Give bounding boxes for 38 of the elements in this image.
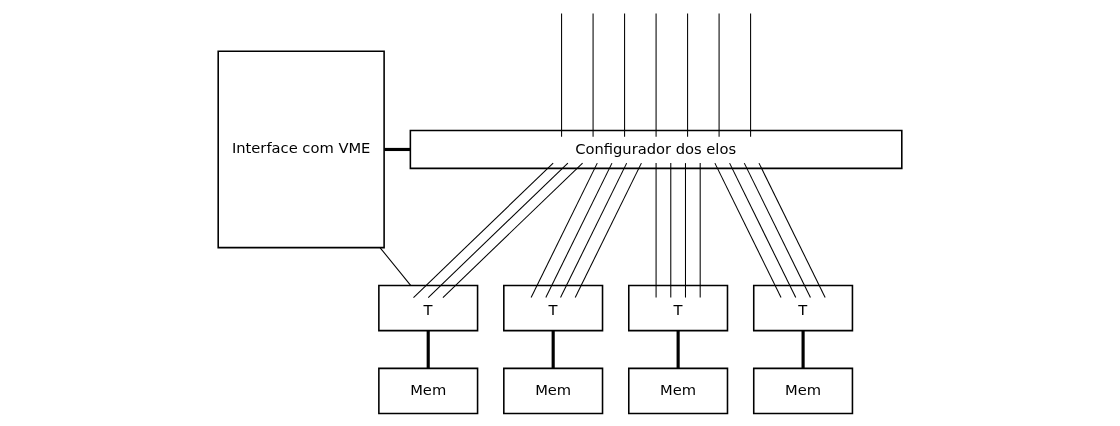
connector [530,162,598,299]
node-box: T [378,284,479,332]
node-box: Mem [752,367,854,415]
connector [655,162,657,299]
connector [592,13,594,138]
connector [574,162,642,299]
node-box: Configurador dos elos [409,129,903,170]
connector [718,13,720,138]
node-box: T [752,284,854,332]
connector [714,162,782,299]
connector [676,330,680,369]
connector [684,162,686,299]
node-box: Mem [628,367,729,415]
connector [699,162,701,299]
node-box: T [628,284,729,332]
connector [384,147,411,152]
connector [413,162,554,299]
connector [379,247,412,286]
connector [427,162,569,299]
connector [442,162,584,299]
connector [758,162,826,299]
node-box: Interface com VME [217,50,385,249]
connector [426,330,430,369]
connector [545,162,613,299]
node-box: Mem [503,367,604,415]
connector [687,13,689,138]
connector [655,13,657,138]
connector [743,162,811,299]
connector [750,13,752,138]
connector [729,162,797,299]
connector [801,330,805,369]
connector [560,162,628,299]
connector [561,13,563,138]
node-box: Mem [378,367,479,415]
connector [551,330,555,369]
connector [624,13,626,138]
node-box: T [503,284,604,332]
connector [670,162,672,299]
